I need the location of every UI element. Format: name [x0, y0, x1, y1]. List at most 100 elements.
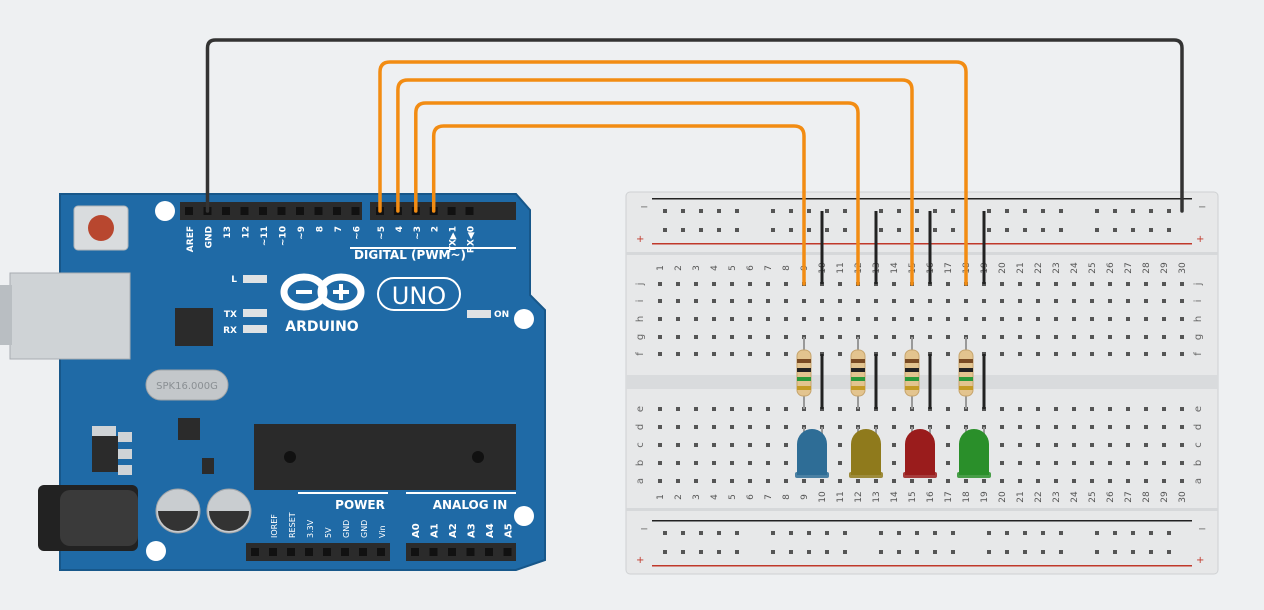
breadboard-hole[interactable]	[874, 299, 878, 303]
breadboard-hole[interactable]	[892, 461, 896, 465]
breadboard-hole[interactable]	[730, 443, 734, 447]
breadboard-hole[interactable]	[946, 425, 950, 429]
breadboard-hole[interactable]	[892, 407, 896, 411]
breadboard-hole[interactable]	[784, 317, 788, 321]
breadboard-hole[interactable]	[820, 299, 824, 303]
header-pin[interactable]	[465, 207, 474, 215]
header-pin[interactable]	[287, 548, 295, 556]
breadboard-hole[interactable]	[1036, 479, 1040, 483]
breadboard-hole[interactable]	[1180, 443, 1184, 447]
breadboard-hole[interactable]	[838, 461, 842, 465]
breadboard-hole[interactable]	[820, 335, 824, 339]
rail-hole[interactable]	[717, 209, 721, 213]
header-pin[interactable]	[296, 207, 304, 215]
breadboard-hole[interactable]	[1036, 407, 1040, 411]
breadboard-hole[interactable]	[694, 335, 698, 339]
breadboard-hole[interactable]	[1126, 479, 1130, 483]
breadboard-hole[interactable]	[928, 335, 932, 339]
breadboard-hole[interactable]	[1036, 299, 1040, 303]
header-pin[interactable]	[448, 548, 456, 556]
breadboard-hole[interactable]	[676, 352, 680, 356]
breadboard-hole[interactable]	[1018, 425, 1022, 429]
rail-hole[interactable]	[1167, 209, 1171, 213]
breadboard-hole[interactable]	[1072, 407, 1076, 411]
breadboard-hole[interactable]	[1072, 479, 1076, 483]
breadboard-hole[interactable]	[838, 479, 842, 483]
rail-hole[interactable]	[771, 550, 775, 554]
rail-hole[interactable]	[1023, 531, 1027, 535]
rail-hole[interactable]	[1095, 209, 1099, 213]
breadboard-hole[interactable]	[712, 282, 716, 286]
breadboard-hole[interactable]	[766, 407, 770, 411]
breadboard-hole[interactable]	[1108, 479, 1112, 483]
breadboard-hole[interactable]	[892, 425, 896, 429]
rail-hole[interactable]	[1041, 550, 1045, 554]
rail-hole[interactable]	[1059, 531, 1063, 535]
rail-hole[interactable]	[825, 550, 829, 554]
led-red[interactable]	[905, 429, 935, 475]
breadboard-hole[interactable]	[1072, 317, 1076, 321]
rail-hole[interactable]	[789, 531, 793, 535]
rail-hole[interactable]	[897, 531, 901, 535]
breadboard-hole[interactable]	[766, 461, 770, 465]
breadboard-hole[interactable]	[928, 317, 932, 321]
breadboard-hole[interactable]	[1072, 335, 1076, 339]
breadboard-hole[interactable]	[946, 282, 950, 286]
header-pin[interactable]	[269, 548, 277, 556]
breadboard-hole[interactable]	[1108, 352, 1112, 356]
breadboard-hole[interactable]	[1054, 352, 1058, 356]
breadboard-hole[interactable]	[1180, 407, 1184, 411]
breadboard-hole[interactable]	[784, 425, 788, 429]
breadboard-hole[interactable]	[694, 407, 698, 411]
rail-hole[interactable]	[1167, 531, 1171, 535]
rail-hole[interactable]	[807, 209, 811, 213]
breadboard-hole[interactable]	[1018, 461, 1022, 465]
rail-hole[interactable]	[1131, 209, 1135, 213]
led-green[interactable]	[959, 429, 989, 475]
rail-hole[interactable]	[825, 228, 829, 232]
rail-hole[interactable]	[681, 550, 685, 554]
breadboard-hole[interactable]	[658, 282, 662, 286]
breadboard-hole[interactable]	[1072, 352, 1076, 356]
breadboard-hole[interactable]	[874, 317, 878, 321]
breadboard-hole[interactable]	[1144, 317, 1148, 321]
rail-hole[interactable]	[735, 209, 739, 213]
breadboard-hole[interactable]	[694, 352, 698, 356]
breadboard-hole[interactable]	[1054, 479, 1058, 483]
breadboard-hole[interactable]	[1090, 479, 1094, 483]
breadboard-hole[interactable]	[748, 299, 752, 303]
rail-hole[interactable]	[1005, 531, 1009, 535]
breadboard-hole[interactable]	[838, 335, 842, 339]
breadboard-hole[interactable]	[1108, 335, 1112, 339]
breadboard-hole[interactable]	[838, 317, 842, 321]
breadboard-hole[interactable]	[784, 479, 788, 483]
breadboard-hole[interactable]	[784, 299, 788, 303]
breadboard-hole[interactable]	[1036, 352, 1040, 356]
breadboard-hole[interactable]	[712, 335, 716, 339]
rail-hole[interactable]	[879, 550, 883, 554]
rail-hole[interactable]	[1005, 209, 1009, 213]
breadboard-hole[interactable]	[802, 479, 806, 483]
rail-hole[interactable]	[915, 531, 919, 535]
breadboard-hole[interactable]	[1072, 443, 1076, 447]
breadboard-hole[interactable]	[1054, 317, 1058, 321]
breadboard-hole[interactable]	[784, 407, 788, 411]
breadboard-hole[interactable]	[658, 299, 662, 303]
breadboard-hole[interactable]	[1180, 335, 1184, 339]
rail-hole[interactable]	[663, 531, 667, 535]
rail-hole[interactable]	[807, 550, 811, 554]
breadboard-hole[interactable]	[712, 443, 716, 447]
breadboard[interactable]: − − + + − − + + 112233445566778899101011…	[625, 191, 1219, 575]
breadboard-hole[interactable]	[1036, 425, 1040, 429]
breadboard-hole[interactable]	[694, 282, 698, 286]
breadboard-hole[interactable]	[748, 317, 752, 321]
breadboard-hole[interactable]	[1108, 425, 1112, 429]
signal-wire[interactable]	[378, 60, 968, 286]
header-pin[interactable]	[277, 207, 286, 215]
breadboard-hole[interactable]	[1144, 407, 1148, 411]
breadboard-hole[interactable]	[676, 461, 680, 465]
rail-hole[interactable]	[933, 531, 937, 535]
breadboard-hole[interactable]	[1126, 425, 1130, 429]
header-pin[interactable]	[377, 548, 385, 556]
breadboard-hole[interactable]	[694, 461, 698, 465]
